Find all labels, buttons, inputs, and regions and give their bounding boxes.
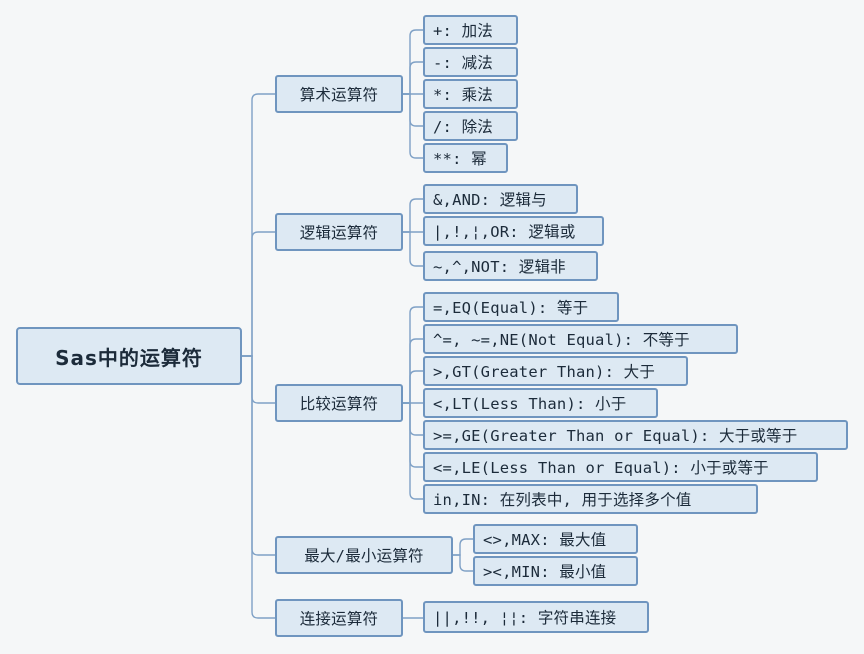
- item-connector-2-4: [403, 402, 423, 436]
- category-arithmetic[interactable]: 算术运算符: [275, 75, 403, 113]
- item-comparison-ne[interactable]: ^=, ~=,NE(Not Equal): 不等于: [423, 324, 738, 354]
- item-comparison-gt[interactable]: >,GT(Greater Than): 大于: [423, 356, 688, 386]
- item-arithmetic-multiply[interactable]: *: 乘法: [423, 79, 518, 109]
- item-connector-0-1: [403, 61, 423, 95]
- item-logical-or[interactable]: |,!,¦,OR: 逻辑或: [423, 216, 604, 246]
- item-concatenation[interactable]: ||,!!, ¦¦: 字符串连接: [423, 601, 649, 633]
- root-connector-0: [242, 93, 275, 357]
- item-connector-3-0: [453, 538, 473, 556]
- item-maxmin-min[interactable]: ><,MIN: 最小值: [473, 556, 638, 586]
- item-connector-1-2: [403, 231, 423, 267]
- root-connector-4: [242, 355, 275, 619]
- item-connector-1-0: [403, 198, 423, 233]
- item-arithmetic-divide[interactable]: /: 除法: [423, 111, 518, 141]
- item-arithmetic-power[interactable]: **: 幂: [423, 143, 508, 173]
- category-logical[interactable]: 逻辑运算符: [275, 213, 403, 251]
- item-comparison-eq[interactable]: =,EQ(Equal): 等于: [423, 292, 619, 322]
- item-connector-3-1: [453, 554, 473, 572]
- item-connector-2-1: [403, 338, 423, 404]
- item-arithmetic-subtract[interactable]: -: 减法: [423, 47, 518, 77]
- item-logical-not[interactable]: ~,^,NOT: 逻辑非: [423, 251, 598, 281]
- item-connector-0-4: [403, 93, 423, 159]
- category-concatenation[interactable]: 连接运算符: [275, 599, 403, 637]
- root-connector-3: [242, 355, 275, 556]
- item-maxmin-max[interactable]: <>,MAX: 最大值: [473, 524, 638, 554]
- root-connector-2: [242, 355, 275, 404]
- item-connector-0-0: [403, 29, 423, 95]
- category-maxmin[interactable]: 最大/最小运算符: [275, 536, 453, 574]
- item-comparison-lt[interactable]: <,LT(Less Than): 小于: [423, 388, 658, 418]
- root-node[interactable]: Sas中的运算符: [16, 327, 242, 385]
- item-arithmetic-add[interactable]: +: 加法: [423, 15, 518, 45]
- root-connector-1: [242, 231, 275, 357]
- item-connector-2-0: [403, 306, 423, 404]
- item-connector-2-2: [403, 370, 423, 404]
- item-connector-0-3: [403, 93, 423, 127]
- item-logical-and[interactable]: &,AND: 逻辑与: [423, 184, 578, 214]
- category-comparison[interactable]: 比较运算符: [275, 384, 403, 422]
- item-comparison-le[interactable]: <=,LE(Less Than or Equal): 小于或等于: [423, 452, 818, 482]
- item-comparison-in[interactable]: in,IN: 在列表中, 用于选择多个值: [423, 484, 758, 514]
- item-comparison-ge[interactable]: >=,GE(Greater Than or Equal): 大于或等于: [423, 420, 848, 450]
- item-connector-2-6: [403, 402, 423, 500]
